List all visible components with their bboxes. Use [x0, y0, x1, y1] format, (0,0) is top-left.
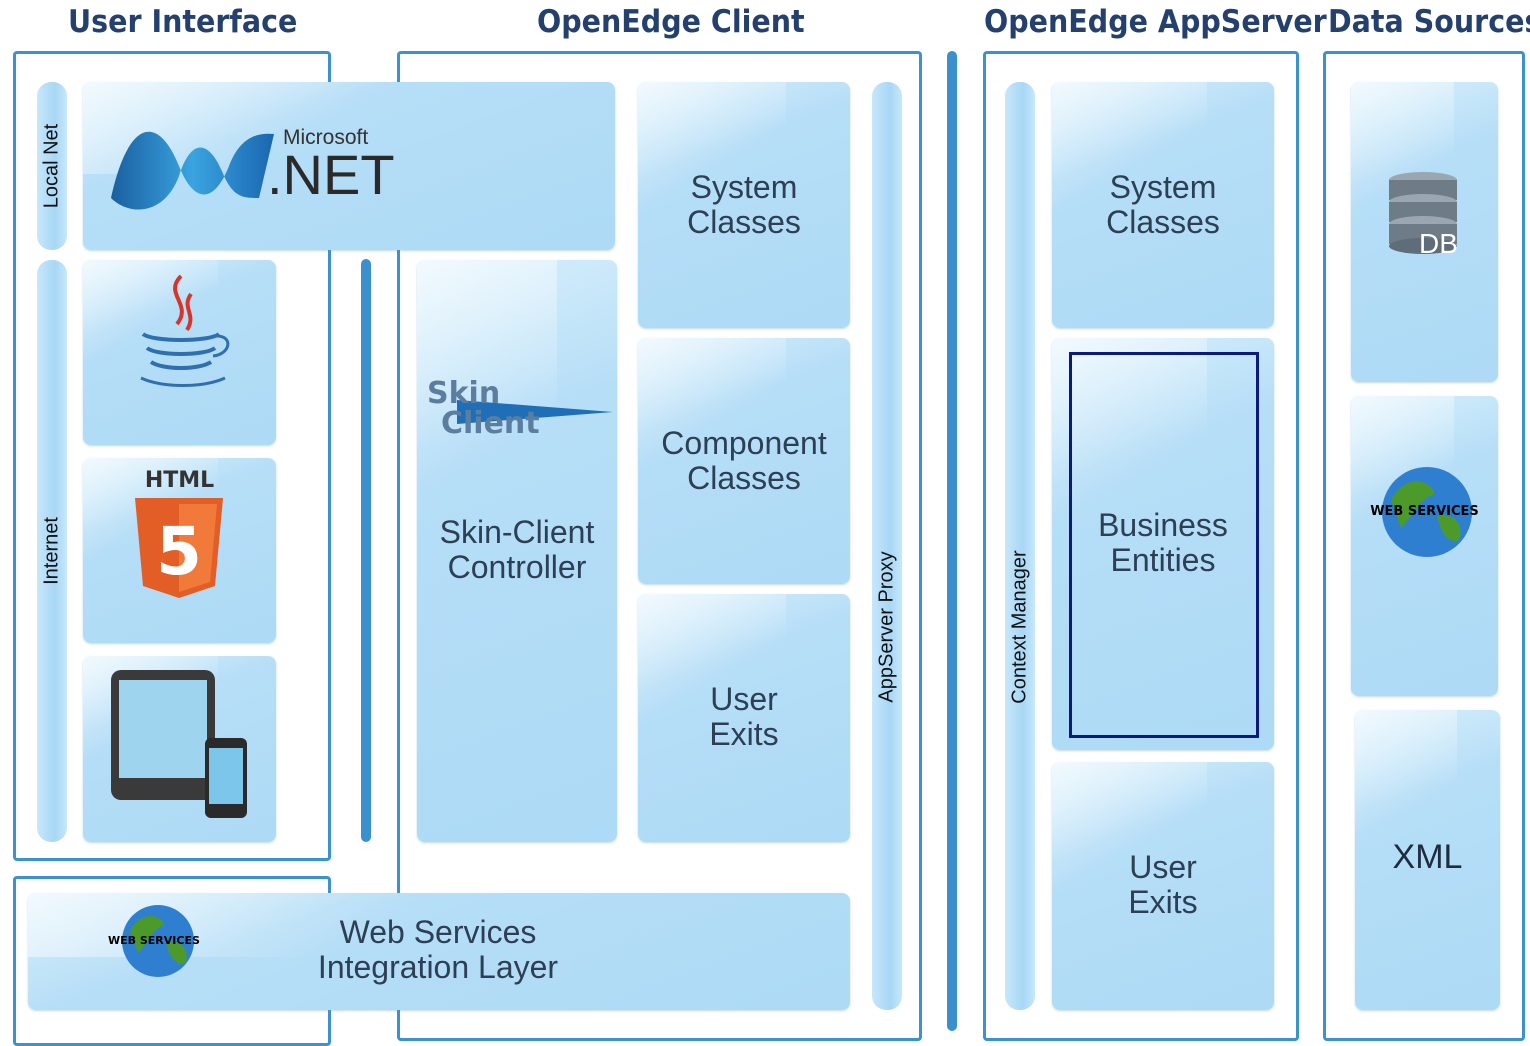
appserver-proxy-label: AppServer Proxy [875, 551, 898, 703]
business-entities-outline [1069, 352, 1259, 738]
java-box [83, 260, 276, 445]
client-system-classes-box: System Classes [638, 82, 850, 328]
web-services-source-globe-icon [1382, 467, 1472, 557]
appserver-business-entities-box: Business Entities [1052, 338, 1274, 750]
db-label: DB [1419, 228, 1458, 259]
appserver-proxy-pill: AppServer Proxy [872, 82, 902, 1010]
dotnet-wave-icon [111, 131, 274, 210]
web-services-source-box: WEB SERVICES [1351, 396, 1498, 696]
web-services-layer-box: WEB SERVICES Web Services Integration La… [28, 893, 850, 1010]
java-coffee-icon [140, 274, 230, 387]
appserver-user-exits-label: User Exits [1128, 849, 1198, 920]
client-component-classes-label: Component Classes [661, 425, 827, 496]
dotnet-box: Microsoft .NET [83, 82, 615, 250]
column-title-openedge-client: OpenEdge Client [537, 4, 805, 40]
client-system-classes-label: System Classes [687, 169, 801, 240]
html5-label: HTML [144, 468, 215, 493]
ui-client-separator [361, 259, 371, 842]
column-title-data-sources: Data Sources [1328, 4, 1530, 40]
context-manager-pill: Context Manager [1005, 82, 1035, 1010]
html5-shield-icon: 5 [135, 498, 223, 598]
tablet-phone-icon [111, 670, 247, 818]
appserver-user-exits-box: User Exits [1052, 762, 1274, 1010]
web-services-badge-text: WEB SERVICES [108, 934, 200, 947]
dotnet-brand-text: Microsoft [283, 126, 369, 149]
client-appserver-separator [947, 51, 957, 1031]
column-title-user-interface: User Interface [68, 4, 298, 40]
skin-logo-text-2: Client [441, 406, 540, 441]
skin-client-controller-box: Skin Client Skin-Client Controller [417, 260, 617, 842]
html5-box: HTML 5 [83, 458, 276, 643]
skin-client-controller-label: Skin-Client Controller [439, 514, 595, 585]
local-net-pill: Local Net [37, 82, 67, 250]
skin-client-arrow-icon [457, 400, 613, 424]
web-services-layer-label: Web Services Integration Layer [317, 914, 559, 985]
web-services-source-badge-text: WEB SERVICES [1370, 504, 1479, 519]
internet-label: Internet [40, 517, 63, 585]
internet-pill: Internet [37, 260, 67, 842]
skin-logo-text-1: Skin [427, 376, 501, 411]
appserver-system-classes-label: System Classes [1106, 169, 1220, 240]
xml-label: XML [1392, 838, 1463, 876]
svg-text:5: 5 [156, 513, 202, 590]
column-title-openedge-appserver: OpenEdge AppServer [984, 4, 1327, 40]
db-box: DB [1351, 82, 1498, 382]
client-user-exits-label: User Exits [709, 681, 779, 752]
xml-box: XML [1355, 710, 1500, 1010]
web-services-globe-icon [122, 905, 194, 977]
local-net-label: Local Net [40, 123, 63, 209]
database-icon [1389, 172, 1457, 254]
context-manager-label: Context Manager [1008, 550, 1031, 704]
client-user-exits-box: User Exits [638, 594, 850, 842]
mobile-box [83, 656, 276, 842]
appserver-system-classes-box: System Classes [1052, 82, 1274, 328]
dotnet-logo-text: .NET [267, 143, 395, 206]
client-component-classes-box: Component Classes [638, 338, 850, 584]
business-entities-label: Business Entities [1098, 507, 1228, 578]
